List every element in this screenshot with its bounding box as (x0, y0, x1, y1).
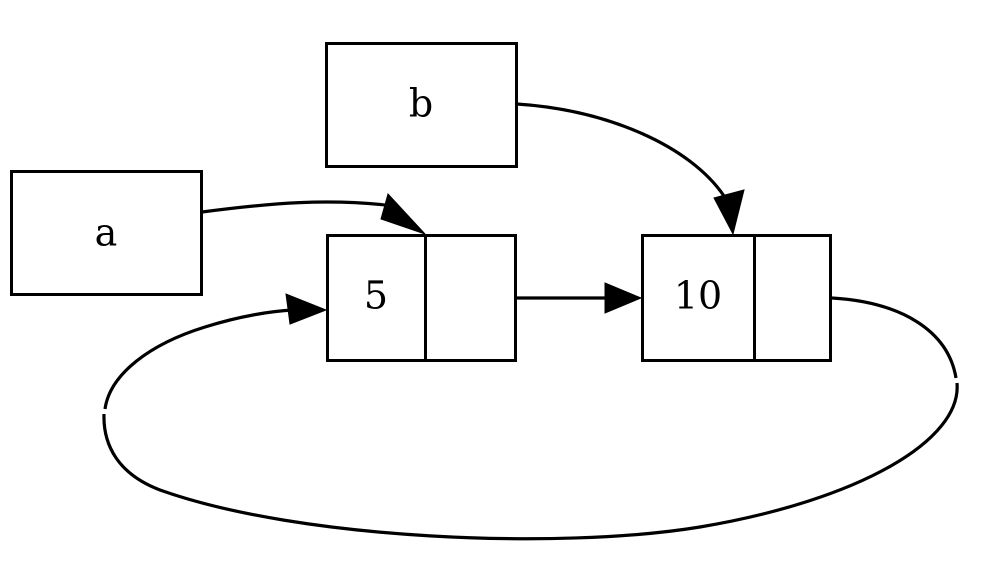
list-node-10[interactable]: 10 (641, 234, 832, 362)
pointer-node-a[interactable]: a (10, 170, 203, 296)
edge-node10-to-node5[interactable] (102, 293, 959, 541)
edge-a-to-node5-arrowhead (380, 193, 426, 235)
edge-a-to-node5-line (201, 200, 395, 214)
pointer-node-b[interactable]: b (325, 42, 518, 168)
edge-node5-to-node10-arrowhead (604, 282, 643, 314)
list-node-10-rect (641, 234, 832, 362)
pointer-node-b-rect (325, 42, 518, 168)
pointer-node-a-rect (10, 170, 203, 296)
list-node-5-rect (326, 234, 517, 362)
edge-b-to-node10-arrowhead (713, 189, 745, 236)
edge-node10-to-node5-line-bottom (102, 382, 959, 541)
list-node-5[interactable]: 5 (326, 234, 517, 362)
edge-node10-to-node5-arrowhead (285, 293, 328, 325)
edge-node10-to-node5-line-left (103, 308, 294, 410)
list-node-10-label: 10 (674, 274, 722, 318)
edge-a-to-node5[interactable] (201, 193, 426, 235)
pointer-node-a-label: a (95, 211, 118, 255)
list-node-5-label: 5 (364, 274, 388, 318)
edge-b-to-node10-line (516, 102, 726, 197)
edge-node10-to-node5-line-right (831, 296, 958, 379)
pointer-node-b-label: b (409, 82, 433, 126)
edge-b-to-node10[interactable] (516, 102, 745, 236)
edge-node5-to-node10[interactable] (516, 282, 643, 314)
